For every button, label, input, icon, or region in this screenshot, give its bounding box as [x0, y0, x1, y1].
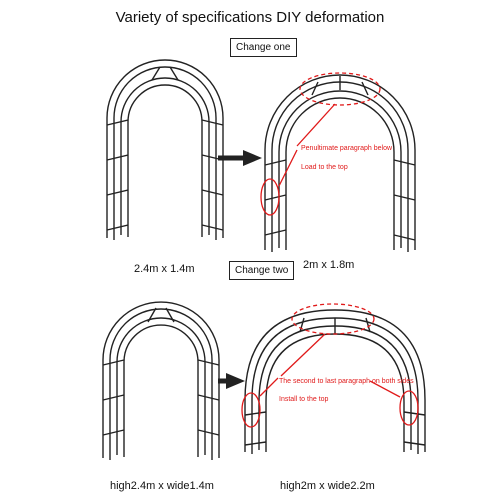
dimension-bottom-right: high2m x wide2.2m: [280, 480, 375, 492]
note-top-line1: Penultimate paragraph below: [301, 145, 393, 152]
dimension-bottom-left: high2.4m x wide1.4m: [110, 480, 214, 492]
note-top-line2: Load to the top: [301, 164, 348, 171]
dimension-top-left: 2.4m x 1.4m: [134, 263, 195, 275]
arrow-bottom: [218, 373, 245, 389]
arrow-top: [218, 150, 262, 166]
arch-top-left: [106, 59, 224, 240]
arch-bottom-left: [102, 301, 220, 460]
annotations-bottom: [241, 303, 419, 428]
note-bottom-line1: The second to last paragraph on both sid…: [279, 378, 414, 385]
diagram-title: Variety of specifications DIY deformatio…: [115, 9, 385, 26]
annotations-top: [260, 72, 381, 216]
change-one-label: Change one: [230, 38, 297, 57]
change-two-label: Change two: [229, 261, 295, 280]
note-bottom-line2: Install to the top: [279, 396, 329, 403]
arch-top-right: [264, 74, 416, 252]
dimension-top-right: 2m x 1.8m: [303, 259, 355, 271]
